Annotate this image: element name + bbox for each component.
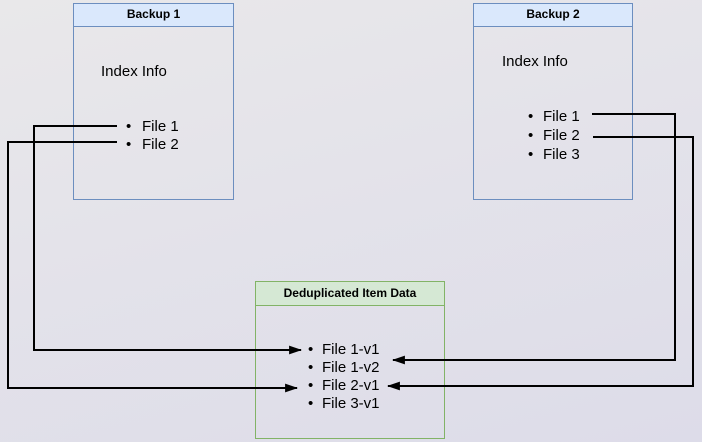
file-list-item: File 3 xyxy=(523,145,580,164)
node-backup-2-subtitle: Index Info xyxy=(502,53,568,70)
file-list-item: File 1-v2 xyxy=(303,359,380,377)
file-list-item: File 1 xyxy=(523,107,580,126)
node-backup-1: Backup 1 Index Info File 1File 2 xyxy=(73,3,234,200)
node-backup-1-file-list: File 1File 2 xyxy=(124,118,179,154)
node-backup-2: Backup 2 Index Info File 1File 2File 3 xyxy=(473,3,633,200)
node-backup-1-subtitle: Index Info xyxy=(101,63,167,80)
file-list-item: File 2 xyxy=(124,136,179,154)
node-backup-2-file-list: File 1File 2File 3 xyxy=(523,107,580,164)
node-backup-1-title: Backup 1 xyxy=(74,4,233,27)
node-deduplicated-item-data-file-list: File 1-v1File 1-v2File 2-v1File 3-v1 xyxy=(303,341,380,413)
node-deduplicated-item-data-title: Deduplicated Item Data xyxy=(256,282,444,306)
file-list-item: File 3-v1 xyxy=(303,395,380,413)
file-list-item: File 2-v1 xyxy=(303,377,380,395)
file-list-item: File 1 xyxy=(124,118,179,136)
node-backup-2-title: Backup 2 xyxy=(474,4,632,27)
file-list-item: File 2 xyxy=(523,126,580,145)
node-deduplicated-item-data: Deduplicated Item Data File 1-v1File 1-v… xyxy=(255,281,445,439)
file-list-item: File 1-v1 xyxy=(303,341,380,359)
